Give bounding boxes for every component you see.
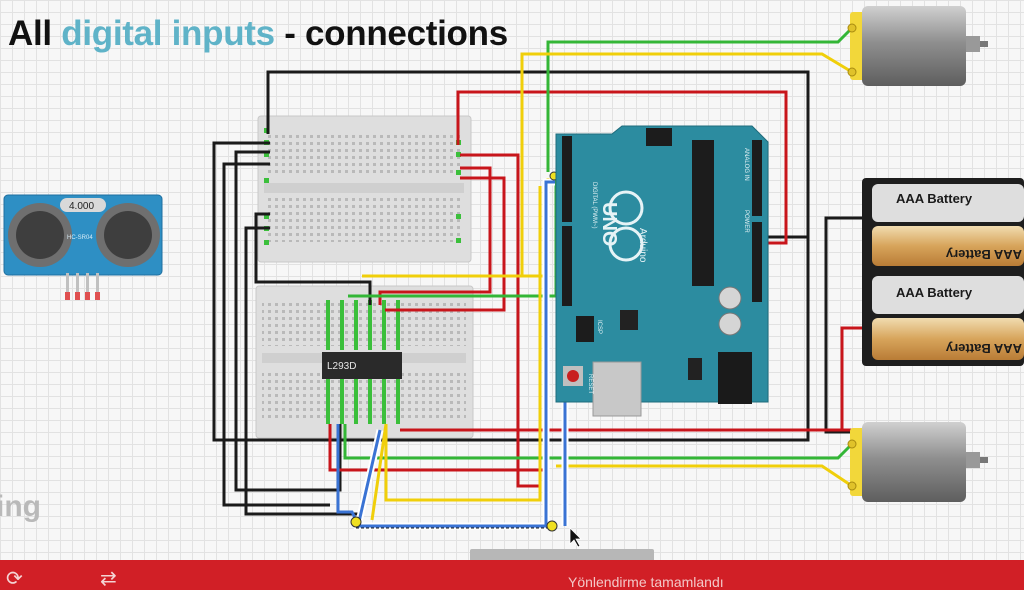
- sensor-display: 4.000: [69, 201, 94, 212]
- arduino-analog-label: ANALOG IN: [743, 148, 749, 181]
- autoroute-icon[interactable]: ⇄: [100, 568, 117, 590]
- battery-label-2: AAA Battery: [945, 247, 1022, 262]
- status-message: Yönlendirme tamamlandı: [568, 574, 724, 590]
- title-highlight: digital inputs: [61, 14, 275, 53]
- arduino-power-label: POWER: [743, 210, 749, 233]
- battery-pack[interactable]: AAA Battery AAA Battery AAA Battery AAA …: [862, 178, 1024, 366]
- battery-label-4: AAA Battery: [945, 341, 1022, 356]
- l293d-chip[interactable]: L293D: [322, 352, 402, 379]
- arduino-reset-label: RESET: [587, 374, 593, 394]
- ultrasonic-sensor[interactable]: 4.000 HC-SR04: [3, 194, 163, 300]
- arduino-brand: Arduino: [637, 228, 648, 263]
- arduino-icsp-label: ICSP: [596, 320, 602, 334]
- arduino-digital-label: DIGITAL (PWM~): [591, 182, 597, 229]
- breadboard-top[interactable]: [257, 115, 472, 263]
- battery-label-3: AAA Battery: [896, 285, 973, 300]
- chip-label: L293D: [327, 361, 356, 372]
- arduino-model: UNO: [598, 202, 620, 246]
- title-prefix: All: [8, 14, 62, 53]
- page-title: All digital inputs - connections: [8, 14, 508, 54]
- wires-red[interactable]: [328, 90, 862, 488]
- sensor-model: HC-SR04: [67, 235, 93, 241]
- watermark-text: ing: [0, 490, 41, 523]
- rotate-icon[interactable]: ⟳: [6, 568, 23, 590]
- status-bar: ⟳ ⇄ Yönlendirme tamamlandı: [0, 560, 1024, 590]
- cursor-icon: [569, 527, 582, 548]
- battery-label-1: AAA Battery: [896, 191, 973, 206]
- arduino-uno[interactable]: UNO Arduino DIGITAL (PWM~) ANALOG IN POW…: [555, 125, 769, 417]
- dc-motor-top[interactable]: [847, 6, 988, 86]
- breadboard-bottom[interactable]: [255, 285, 474, 439]
- dc-motor-bottom[interactable]: [847, 422, 988, 502]
- wires-yellow[interactable]: [362, 52, 853, 521]
- wires-black[interactable]: [212, 70, 862, 516]
- title-suffix: - connections: [274, 14, 508, 53]
- panel-tab-handle[interactable]: [470, 549, 654, 560]
